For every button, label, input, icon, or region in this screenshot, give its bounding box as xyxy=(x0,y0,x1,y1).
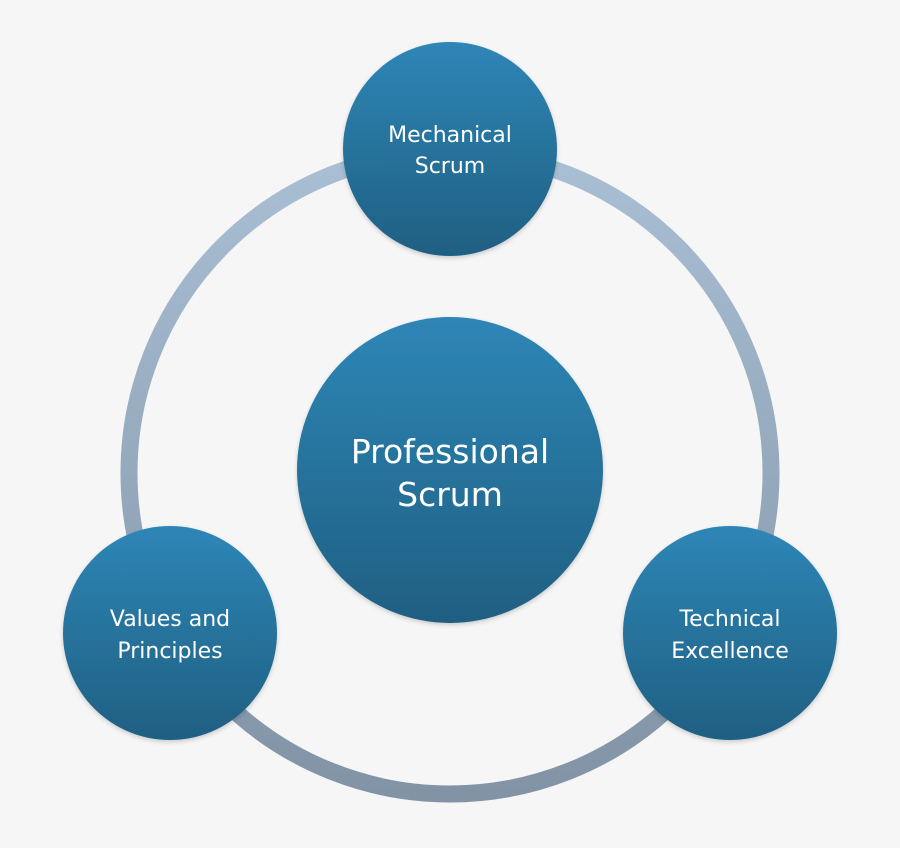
node-circle xyxy=(63,526,277,740)
node-label-line2: Scrum xyxy=(415,154,485,179)
center-label-line2: Scrum xyxy=(397,475,503,514)
node-label-line2: Excellence xyxy=(671,639,789,664)
node-label-line1: Mechanical xyxy=(388,123,512,148)
node-circle xyxy=(623,526,837,740)
node-circle xyxy=(343,42,557,256)
node-mechanical-scrum: Mechanical Scrum xyxy=(343,42,557,256)
node-label-line2: Principles xyxy=(117,639,222,664)
node-label-line1: Values and xyxy=(110,607,230,632)
center-circle xyxy=(297,317,603,623)
node-values-and-principles: Values and Principles xyxy=(63,526,277,740)
center-node-professional-scrum: Professional Scrum xyxy=(297,317,603,623)
node-label-line1: Technical xyxy=(678,607,780,632)
node-technical-excellence: Technical Excellence xyxy=(623,526,837,740)
center-label-line1: Professional xyxy=(351,432,549,471)
